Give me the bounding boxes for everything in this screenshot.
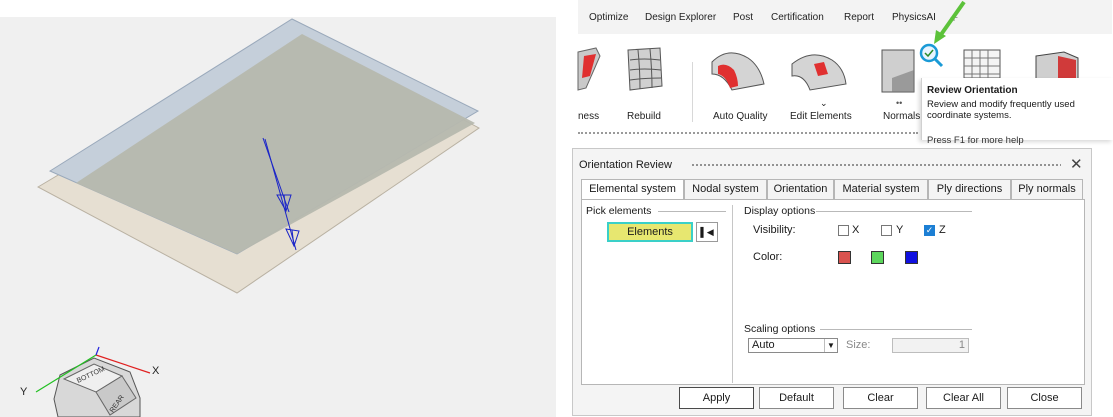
- ribbon-separator: [692, 62, 693, 122]
- edit-elements-icon[interactable]: [788, 44, 850, 94]
- pick-elements-label: Pick elements: [586, 205, 652, 217]
- chevron-down-icon[interactable]: ⌄: [820, 98, 828, 108]
- menu-post[interactable]: Post: [733, 12, 754, 23]
- thickness-icon[interactable]: [577, 46, 602, 94]
- rebuild-label[interactable]: Rebuild: [627, 111, 661, 122]
- color-label: Color:: [753, 251, 783, 263]
- solid-icon[interactable]: [1032, 48, 1082, 81]
- tab-elemental-system[interactable]: Elemental system: [581, 179, 684, 201]
- tab-ply-directions[interactable]: Ply directions: [928, 179, 1011, 200]
- rebuild-icon[interactable]: [624, 46, 666, 94]
- scaling-mode-value: Auto: [752, 339, 775, 351]
- tab-nodal-system[interactable]: Nodal system: [684, 179, 767, 200]
- menu-physicsai[interactable]: PhysicsAI: [892, 12, 936, 23]
- scaling-options-label: Scaling options: [744, 323, 816, 335]
- clear-all-button[interactable]: Clear All: [926, 387, 1001, 409]
- review-orientation-icon[interactable]: [918, 42, 944, 68]
- size-field[interactable]: 1: [892, 338, 969, 353]
- menu-report[interactable]: Report: [844, 12, 875, 23]
- model-canvas: BOTTOM REAR X Y: [20, 18, 480, 417]
- apply-button[interactable]: Apply: [679, 387, 754, 409]
- group-divider: [658, 211, 726, 212]
- elements-selector-button[interactable]: Elements: [607, 222, 693, 242]
- normals-label[interactable]: Normals: [883, 111, 921, 122]
- menu-bar: Optimize Design Explorer Post Certificat…: [578, 0, 1112, 34]
- tooltip-description: Review and modify frequently used coordi…: [927, 99, 1075, 121]
- edit-elements-label[interactable]: Edit Elements: [790, 111, 852, 122]
- visibility-label: Visibility:: [753, 224, 796, 236]
- axis-triad: X Y: [20, 346, 160, 398]
- scaling-mode-select[interactable]: Auto ▼: [748, 338, 838, 353]
- thickness-label[interactable]: ness: [578, 111, 600, 122]
- vertical-separator: [732, 205, 733, 383]
- tooltip: Review Orientation Review and modify fre…: [921, 78, 1113, 146]
- view-cube[interactable]: BOTTOM REAR: [53, 357, 141, 417]
- auto-quality-label[interactable]: Auto Quality: [713, 111, 768, 122]
- tab-orientation[interactable]: Orientation: [767, 179, 834, 200]
- overlap-region: [76, 34, 475, 254]
- menu-design-explorer[interactable]: Design Explorer: [645, 12, 717, 23]
- ribbon-divider: [578, 132, 918, 134]
- display-options-label: Display options: [744, 205, 816, 217]
- menu-certification[interactable]: Certification: [771, 12, 824, 23]
- auto-quality-icon[interactable]: [708, 44, 768, 94]
- reset-icon[interactable]: ▌◀: [696, 222, 718, 242]
- close-icon[interactable]: ✕: [1070, 156, 1083, 173]
- checkbox-y-label: Y: [896, 224, 904, 236]
- drag-grip[interactable]: [691, 163, 1061, 168]
- chevron-down-icon: ▼: [824, 339, 837, 352]
- graphics-viewport[interactable]: BOTTOM REAR X Y: [0, 17, 556, 417]
- mesh-grid-icon[interactable]: [962, 48, 1006, 80]
- green-arrow-annotation: [934, 0, 966, 44]
- checkbox-z[interactable]: ✓: [924, 225, 935, 236]
- tab-ply-normals[interactable]: Ply normals: [1011, 179, 1083, 200]
- checkbox-z-label: Z: [939, 224, 946, 236]
- more-dots-icon: ••: [896, 98, 903, 108]
- checkbox-x-label: X: [852, 224, 860, 236]
- default-button[interactable]: Default: [759, 387, 834, 409]
- axis-x-label: X: [152, 365, 160, 377]
- group-divider: [820, 329, 972, 330]
- color-swatch-z[interactable]: [905, 251, 918, 264]
- dialog-title: Orientation Review: [579, 159, 672, 171]
- ribbon-toolbar: ⌄ •• ness Rebuild Auto Quality Edit Elem…: [577, 0, 1112, 122]
- color-swatch-y[interactable]: [871, 251, 884, 264]
- tooltip-title: Review Orientation: [927, 85, 1018, 96]
- tab-panel: Pick elements Elements ▌◀ Display option…: [581, 199, 1085, 385]
- close-button[interactable]: Close: [1007, 387, 1082, 409]
- tooltip-help: Press F1 for more help: [927, 135, 1024, 146]
- checkbox-y[interactable]: [881, 225, 892, 236]
- color-swatch-x[interactable]: [838, 251, 851, 264]
- group-divider: [816, 211, 972, 212]
- checkbox-x[interactable]: [838, 225, 849, 236]
- ribbon-area: Optimize Design Explorer Post Certificat…: [577, 0, 1112, 140]
- normal-vectors: [262, 137, 300, 251]
- normals-icon[interactable]: [880, 48, 920, 94]
- menu-optimize[interactable]: Optimize: [589, 12, 629, 23]
- size-label: Size:: [846, 339, 871, 351]
- orientation-review-dialog: Orientation Review ✕ Elemental system No…: [572, 148, 1092, 416]
- clear-button[interactable]: Clear: [843, 387, 918, 409]
- tab-material-system[interactable]: Material system: [834, 179, 928, 200]
- axis-y-label: Y: [20, 386, 28, 398]
